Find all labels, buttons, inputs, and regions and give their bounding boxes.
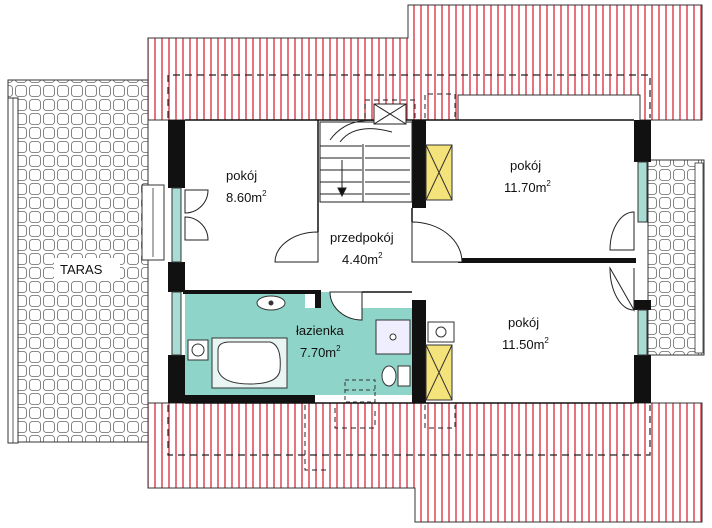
label-lazienka-name: łazienka xyxy=(296,323,344,338)
staircase xyxy=(319,103,413,203)
svg-text:7.70m2: 7.70m2 xyxy=(300,344,341,360)
doors xyxy=(184,189,635,321)
label-pokoj-top-right-sup: 2 xyxy=(546,179,551,188)
room-labels: pokój 8.60m2 pokój 11.70m2 pokój 11.50m2… xyxy=(54,158,551,360)
bathtub-basin xyxy=(217,341,281,385)
label-pokoj-top-right-name: pokój xyxy=(510,158,541,173)
label-pokoj-bottom-right-area: 11.50m xyxy=(502,337,544,352)
svg-text:8.60m2: 8.60m2 xyxy=(226,189,267,205)
label-pokoj-top-right-area: 11.70m xyxy=(504,180,546,195)
label-taras: TARAS xyxy=(60,262,103,277)
bathroom-fixtures xyxy=(187,295,455,403)
label-pokoj-left-sup: 2 xyxy=(262,189,267,198)
toilet xyxy=(381,365,397,387)
roof-windows xyxy=(425,144,453,401)
label-pokoj-bottom-right-name: pokój xyxy=(508,315,539,330)
label-lazienka-sup: 2 xyxy=(336,344,341,353)
bathroom-niche xyxy=(185,292,305,310)
svg-text:4.40m2: 4.40m2 xyxy=(342,251,383,267)
label-pokoj-bottom-right-sup: 2 xyxy=(544,336,549,345)
label-przedpokoj-area: 4.40m xyxy=(342,252,378,267)
roof-top xyxy=(147,4,703,121)
label-lazienka-area: 7.70m xyxy=(300,345,336,360)
label-pokoj-left-area: 8.60m xyxy=(226,190,262,205)
terrace xyxy=(7,79,165,444)
label-przedpokoj-sup: 2 xyxy=(378,251,383,260)
roof-bottom xyxy=(147,402,703,523)
walls xyxy=(168,120,651,403)
wall-windows xyxy=(171,161,648,356)
balcony-right xyxy=(647,159,705,356)
label-pokoj-left-name: pokój xyxy=(226,168,257,183)
svg-text:11.70m2: 11.70m2 xyxy=(504,179,551,195)
interior-lines xyxy=(185,119,634,404)
svg-text:11.50m2: 11.50m2 xyxy=(502,336,549,352)
label-przedpokoj-name: przedpokój xyxy=(330,230,394,245)
shower-tray xyxy=(375,319,411,355)
